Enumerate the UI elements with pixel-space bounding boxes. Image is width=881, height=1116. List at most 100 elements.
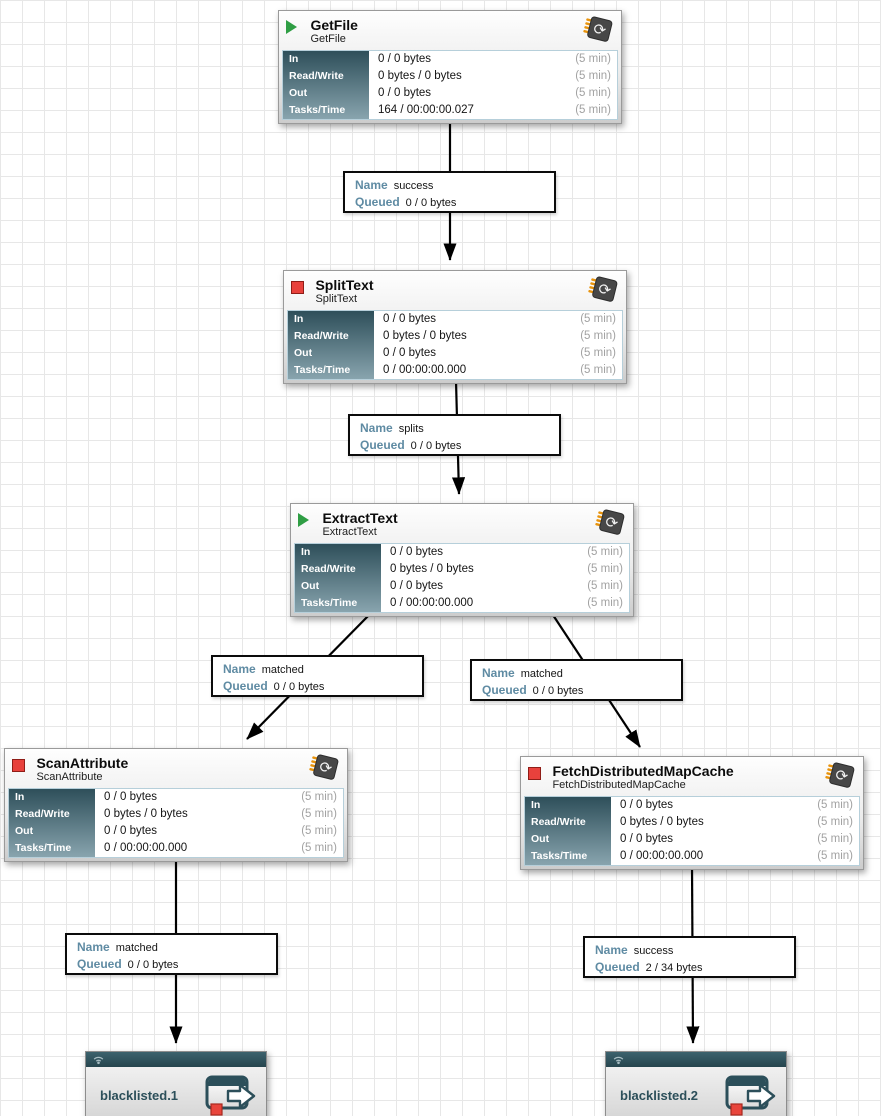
- svg-text:⟳: ⟳: [591, 20, 608, 40]
- stat-label-in: In: [301, 546, 311, 558]
- connection-name-label: Name: [360, 421, 393, 435]
- connection-name-value: matched: [520, 668, 563, 680]
- processor-fetchdistributedmapcache[interactable]: FetchDistributedMapCache FetchDistribute…: [520, 756, 864, 870]
- stat-window: (5 min): [575, 104, 611, 116]
- stat-window: (5 min): [575, 70, 611, 82]
- output-port-icon: [724, 1074, 780, 1116]
- stat-label-taskstime: Tasks/Time: [531, 850, 588, 862]
- stat-label-readwrite: Read/Write: [531, 816, 586, 828]
- stat-label-out: Out: [294, 347, 313, 359]
- processor-chip-icon: ⟳: [822, 761, 856, 796]
- processor-name: ScanAttribute: [36, 755, 129, 771]
- stat-window: (5 min): [587, 597, 623, 609]
- stat-value-readwrite: 0 bytes / 0 bytes: [104, 808, 188, 820]
- stat-value-in: 0 / 0 bytes: [620, 799, 674, 811]
- stat-value-readwrite: 0 bytes / 0 bytes: [378, 70, 462, 82]
- output-port-blacklisted-1[interactable]: blacklisted.1: [85, 1051, 267, 1116]
- stat-label-out: Out: [301, 580, 320, 592]
- stat-window: (5 min): [301, 808, 337, 820]
- transmission-icon: [613, 1056, 624, 1065]
- processor-getfile[interactable]: GetFile GetFile ⟳ In Read/Write Out Task…: [278, 10, 622, 124]
- stopped-icon: [12, 759, 25, 772]
- stat-value-out: 0 / 0 bytes: [104, 825, 158, 837]
- stat-value-in: 0 / 0 bytes: [378, 53, 432, 65]
- processor-name: SplitText: [315, 277, 374, 293]
- processor-stats-table: In Read/Write Out Tasks/Time 0 / 0 bytes…: [282, 50, 618, 120]
- stat-value-out: 0 / 0 bytes: [390, 580, 444, 592]
- processor-name: FetchDistributedMapCache: [552, 763, 734, 779]
- stat-label-in: In: [294, 313, 304, 325]
- processor-stats-table: In Read/Write Out Tasks/Time 0 / 0 bytes…: [8, 788, 344, 858]
- running-icon: [298, 513, 309, 527]
- processor-type: ScanAttribute: [36, 771, 103, 783]
- stat-value-taskstime: 164 / 00:00:00.027: [378, 104, 474, 116]
- stat-value-out: 0 / 0 bytes: [378, 87, 432, 99]
- svg-text:⟳: ⟳: [603, 513, 620, 533]
- stat-value-out: 0 / 0 bytes: [383, 347, 437, 359]
- connection-name-label: Name: [595, 943, 628, 957]
- processor-chip-icon: ⟳: [585, 275, 619, 310]
- stat-value-taskstime: 0 / 00:00:00.000: [104, 842, 188, 854]
- stat-window: (5 min): [580, 313, 616, 325]
- stat-window: (5 min): [575, 87, 611, 99]
- stat-value-taskstime: 0 / 00:00:00.000: [620, 850, 704, 862]
- stat-value-out: 0 / 0 bytes: [620, 833, 674, 845]
- connection-label-matched-2[interactable]: Name matched Queued 0 / 0 bytes: [470, 659, 683, 701]
- stat-window: (5 min): [587, 580, 623, 592]
- stat-window: (5 min): [580, 364, 616, 376]
- run-status-icon: [286, 20, 299, 39]
- stopped-icon: [528, 767, 541, 780]
- connection-queued-value: 0 / 0 bytes: [127, 959, 179, 971]
- processor-scanattribute[interactable]: ScanAttribute ScanAttribute ⟳ In Read/Wr…: [4, 748, 348, 862]
- processor-name: GetFile: [310, 17, 358, 33]
- processor-header: ExtractText ExtractText ⟳: [291, 504, 633, 543]
- connection-name-label: Name: [355, 178, 388, 192]
- connection-queued-value: 0 / 0 bytes: [405, 197, 457, 209]
- stopped-icon: [291, 281, 304, 294]
- stat-label-readwrite: Read/Write: [15, 808, 70, 820]
- stat-label-out: Out: [15, 825, 34, 837]
- processor-header: SplitText SplitText ⟳: [284, 271, 626, 310]
- processor-chip-icon: ⟳: [592, 508, 626, 543]
- connection-queued-label: Queued: [77, 957, 122, 971]
- connection-queued-value: 0 / 0 bytes: [532, 685, 584, 697]
- processor-extracttext[interactable]: ExtractText ExtractText ⟳ In Read/Write …: [290, 503, 634, 617]
- stat-window: (5 min): [575, 53, 611, 65]
- port-header-bar: [86, 1052, 266, 1067]
- processor-chip-icon: ⟳: [306, 753, 340, 788]
- processor-splittext[interactable]: SplitText SplitText ⟳ In Read/Write Out …: [283, 270, 627, 384]
- port-name: blacklisted.1: [100, 1088, 179, 1103]
- connection-name-label: Name: [482, 666, 515, 680]
- connection-queued-label: Queued: [482, 683, 527, 697]
- processor-type: FetchDistributedMapCache: [552, 779, 686, 791]
- svg-text:⟳: ⟳: [596, 280, 613, 300]
- stat-label-taskstime: Tasks/Time: [15, 842, 72, 854]
- connection-queued-label: Queued: [223, 679, 268, 693]
- connection-queued-value: 0 / 0 bytes: [273, 681, 325, 693]
- run-status-icon: [291, 280, 304, 299]
- output-port-blacklisted-2[interactable]: blacklisted.2: [605, 1051, 787, 1116]
- connection-queued-value: 0 / 0 bytes: [410, 440, 462, 452]
- port-header-bar: [606, 1052, 786, 1067]
- connection-name-value: success: [633, 945, 674, 957]
- processor-stats-table: In Read/Write Out Tasks/Time 0 / 0 bytes…: [294, 543, 630, 613]
- processor-header: FetchDistributedMapCache FetchDistribute…: [521, 757, 863, 796]
- processor-stats-table: In Read/Write Out Tasks/Time 0 / 0 bytes…: [287, 310, 623, 380]
- stat-value-taskstime: 0 / 00:00:00.000: [390, 597, 474, 609]
- port-name: blacklisted.2: [620, 1088, 699, 1103]
- stat-window: (5 min): [301, 825, 337, 837]
- processor-name: ExtractText: [322, 510, 398, 526]
- stat-value-readwrite: 0 bytes / 0 bytes: [390, 563, 474, 575]
- stat-window: (5 min): [580, 347, 616, 359]
- stat-window: (5 min): [817, 816, 853, 828]
- stat-label-out: Out: [531, 833, 550, 845]
- running-icon: [286, 20, 297, 34]
- connection-name-value: matched: [261, 664, 304, 676]
- processor-header: GetFile GetFile ⟳: [279, 11, 621, 50]
